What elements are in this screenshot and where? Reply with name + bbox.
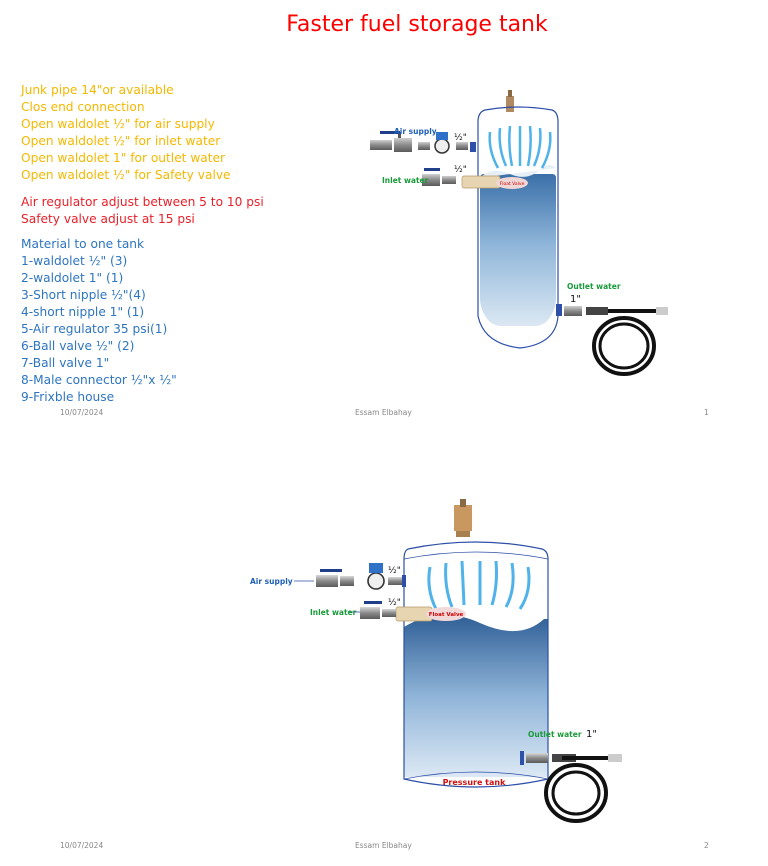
inlet-size-label: ½" [388, 598, 401, 608]
step-item: Junk pipe 14"or available [21, 83, 174, 97]
pressure-tank-label: Pressure tank [443, 778, 507, 787]
outlet-size-label: 1" [570, 294, 581, 305]
material-item: 3-Short nipple ½"(4) [21, 288, 146, 302]
step-item: Open waldolet 1" for outlet water [21, 151, 226, 165]
float-valve-label: Float Valve [429, 612, 464, 618]
adjust-list: Air regulator adjust between 5 to 10 psi… [21, 194, 264, 228]
footer-page: 2 [704, 841, 709, 850]
material-item: 4-short nipple 1" (1) [21, 305, 145, 319]
air-size-label: ½" [454, 133, 467, 143]
step-item: Open waldolet ½" for inlet water [21, 134, 221, 148]
material-item: 2-waldolet 1" (1) [21, 271, 124, 285]
footer-date: 10/07/2024 [60, 841, 104, 850]
outlet-water-label: Outlet water [567, 282, 621, 291]
inlet-water-assembly: Inlet water ½" [310, 598, 401, 619]
slide-1: Faster fuel storage tank Junk pipe 14"or… [21, 12, 709, 417]
material-item: 5-Air regulator 35 psi(1) [21, 322, 168, 336]
step-item: Clos end connection [21, 100, 145, 114]
outlet-assembly: Outlet water 1" [556, 282, 621, 316]
step-item: Open waldolet ½" for Safety valve [21, 168, 231, 182]
tank-icon [403, 541, 549, 788]
material-item: 7-Ball valve 1" [21, 356, 110, 370]
material-item: 6-Ball valve ½" (2) [21, 339, 135, 353]
slide-2: Float Valve Air supply ½" Inlet water ½" [0, 433, 768, 866]
footer-page: 1 [704, 408, 709, 417]
materials-heading: Material to one tank [21, 237, 145, 251]
inlet-water-assembly: Inlet water ½" [382, 165, 467, 186]
materials-list: Material to one tank 1-waldolet ½" (3) 2… [21, 236, 177, 406]
inlet-size-label: ½" [454, 165, 467, 175]
material-item: 8-Male connector ½"x ½" [21, 373, 177, 387]
air-supply-label: Air supply [250, 577, 293, 586]
steps-list: Junk pipe 14"or available Clos end conne… [21, 82, 231, 184]
adjust-item: Air regulator adjust between 5 to 10 psi [21, 195, 264, 209]
adjust-item: Safety valve adjust at 15 psi [21, 212, 195, 226]
footer-date: 10/07/2024 [60, 408, 104, 417]
air-supply-assembly: Air supply ½" [250, 563, 406, 590]
footer-author: Essam Elbahay [355, 841, 412, 850]
slide-title: Faster fuel storage tank [286, 12, 548, 37]
tank-diagram: Float Valve Air supply ½" Inlet water ½" [370, 90, 668, 376]
air-size-label: ½" [388, 566, 401, 576]
hose-fitting [608, 754, 622, 762]
safety-valve-icon [506, 90, 514, 112]
footer-author: Essam Elbahay [355, 408, 412, 417]
hose-icon [544, 756, 610, 823]
air-supply-label: Air supply [394, 127, 437, 136]
hose-icon [592, 309, 658, 376]
inlet-water-label: Inlet water [310, 608, 357, 617]
outlet-size-label: 1" [586, 729, 597, 740]
hose-fitting [656, 307, 668, 315]
material-item: 9-Frixble house [21, 390, 115, 404]
safety-valve-icon [454, 499, 472, 537]
inlet-water-label: Inlet water [382, 176, 429, 185]
air-arrows [488, 125, 552, 169]
outlet-water-label: Outlet water [528, 730, 582, 739]
float-valve-label: Float Valve [500, 181, 525, 187]
step-item: Open waldolet ½" for air supply [21, 117, 215, 131]
air-arrows [427, 560, 531, 610]
float-valve-icon: Float Valve [395, 606, 466, 622]
float-valve-icon: Float Valve [461, 175, 528, 189]
material-item: 1-waldolet ½" (3) [21, 254, 128, 268]
air-supply-assembly: Air supply ½" [370, 127, 476, 154]
tank-icon [477, 106, 559, 349]
pressure-tank-diagram: Float Valve Air supply ½" Inlet water ½" [250, 499, 622, 823]
